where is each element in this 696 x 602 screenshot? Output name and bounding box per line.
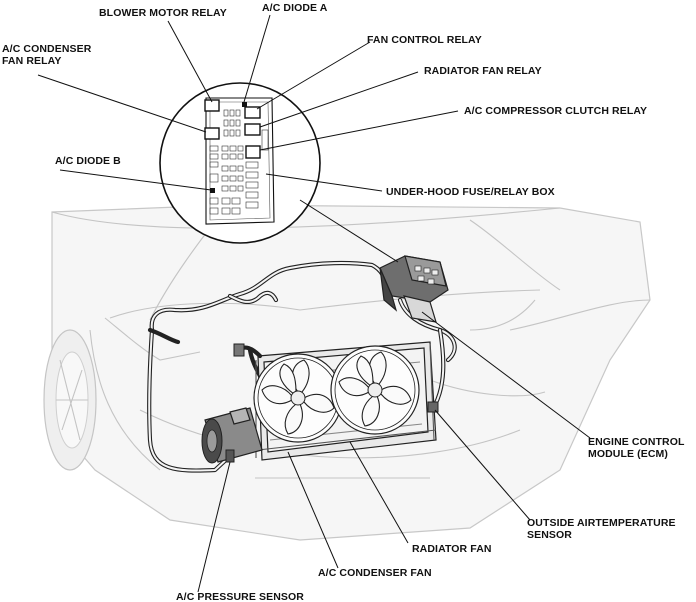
label-outside-air-temperature-sensor-line2: SENSOR: [527, 529, 572, 541]
fuse-relay-box-detail-callout: [159, 82, 321, 244]
label-ac-compressor-clutch-relay: A/C COMPRESSOR CLUTCH RELAY: [464, 105, 647, 117]
leader-outside-air-temperature-sensor: [434, 409, 531, 521]
leader-blower-motor-relay: [167, 20, 213, 103]
label-ac-condenser-fan: A/C CONDENSER FAN: [318, 567, 432, 579]
label-radiator-fan: RADIATOR FAN: [412, 543, 492, 555]
leader-engine-control-module: [421, 311, 591, 439]
leader-fan-control-relay: [256, 41, 371, 110]
radiator-fan-graphic: [330, 345, 420, 435]
label-outside-air-temperature-sensor-line1: OUTSIDE AIRTEMPERATURE: [527, 517, 676, 529]
leader-ac-compressor-clutch-relay: [259, 110, 459, 151]
leader-under-hood-fuse-relay-box: [265, 173, 383, 192]
under-hood-fuse-relay-box-on-car: [379, 255, 449, 312]
label-blower-motor-relay: BLOWER MOTOR RELAY: [99, 7, 227, 19]
leader-ac-diode-b: [59, 169, 212, 191]
leader-radiator-fan: [349, 441, 409, 544]
label-ac-condenser-fan-relay-line2: FAN RELAY: [2, 55, 61, 67]
leader-ac-condenser-fan-relay: [37, 74, 207, 133]
label-engine-control-module-line1: ENGINE CONTROL: [588, 436, 685, 448]
leader-ac-condenser-fan: [287, 451, 339, 569]
leader-ac-pressure-sensor: [197, 461, 231, 593]
ac-pressure-sensor-graphic: [225, 343, 263, 463]
wire-harness: [147, 260, 457, 473]
label-ac-condenser-fan-relay-line1: A/C CONDENSER: [2, 43, 92, 55]
label-ac-pressure-sensor: A/C PRESSURE SENSOR: [176, 591, 304, 602]
label-radiator-fan-relay: RADIATOR FAN RELAY: [424, 65, 542, 77]
leader-ac-diode-a: [243, 14, 271, 103]
leader-radiator-fan-relay: [259, 71, 419, 128]
ac-compressor: [201, 407, 263, 464]
label-engine-control-module-line2: MODULE (ECM): [588, 448, 668, 460]
label-ac-diode-b: A/C DIODE B: [55, 155, 121, 167]
outside-air-temperature-sensor-graphic: [427, 401, 439, 413]
leader-fuse-box-to-car: [299, 199, 399, 263]
leader-lines: [37, 14, 591, 593]
label-under-hood-fuse-relay-box: UNDER-HOOD FUSE/RELAY BOX: [386, 186, 555, 198]
label-fan-control-relay: FAN CONTROL RELAY: [367, 34, 482, 46]
labels: BLOWER MOTOR RELAY A/C DIODE A A/C CONDE…: [2, 2, 685, 602]
label-ac-diode-a: A/C DIODE A: [262, 2, 328, 14]
ac-condenser-fan-graphic: [253, 353, 343, 443]
